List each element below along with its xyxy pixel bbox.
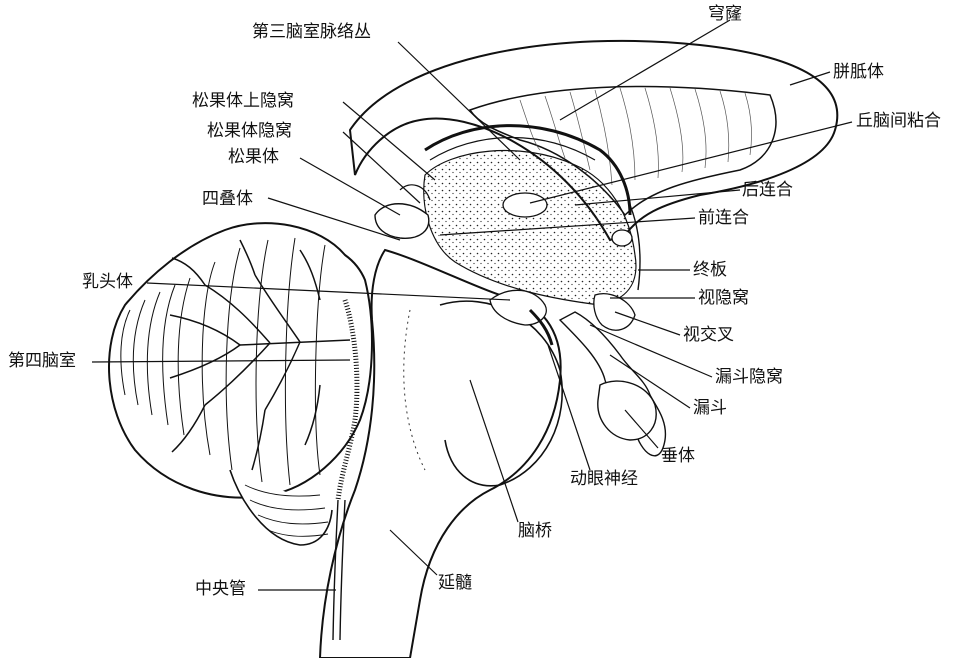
label-fourth-ventricle: 第四脑室 [8, 351, 76, 371]
label-infundibulum: 漏斗 [693, 398, 727, 418]
label-anterior-commissure: 前连合 [698, 208, 749, 228]
label-infundibular-recess: 漏斗隐窝 [715, 367, 783, 387]
label-pineal-body: 松果体 [228, 147, 279, 167]
label-pons: 脑桥 [518, 521, 552, 541]
label-lamina-terminalis: 终板 [693, 260, 727, 280]
interthalamic-adhesion-shape [503, 193, 547, 217]
anterior-commissure-shape [612, 230, 632, 246]
label-posterior-commissure: 后连合 [742, 180, 793, 200]
label-optic-recess: 视隐窝 [698, 288, 749, 308]
optic-chiasm-shape [594, 294, 635, 331]
label-optic-chiasm: 视交叉 [683, 325, 734, 345]
label-corpus-callosum: 胼胝体 [833, 62, 884, 82]
label-interthalamic-adhesion: 丘脑间粘合 [856, 111, 941, 131]
label-quadrigeminal-body: 四叠体 [202, 189, 253, 209]
label-third-ventricle-choroid-plexus: 第三脑室脉络丛 [252, 22, 371, 42]
label-suprapineal-recess: 松果体上隐窝 [192, 91, 294, 111]
label-pineal-recess: 松果体隐窝 [207, 121, 292, 141]
label-hypophysis: 垂体 [661, 446, 695, 466]
label-oculomotor-nerve: 动眼神经 [570, 469, 638, 489]
label-medulla-oblongata: 延髓 [438, 573, 472, 593]
label-fornix: 穹窿 [708, 4, 742, 24]
pineal-body-shape [375, 204, 429, 239]
label-central-canal: 中央管 [195, 579, 246, 599]
label-mammillary-body: 乳头体 [82, 272, 133, 292]
